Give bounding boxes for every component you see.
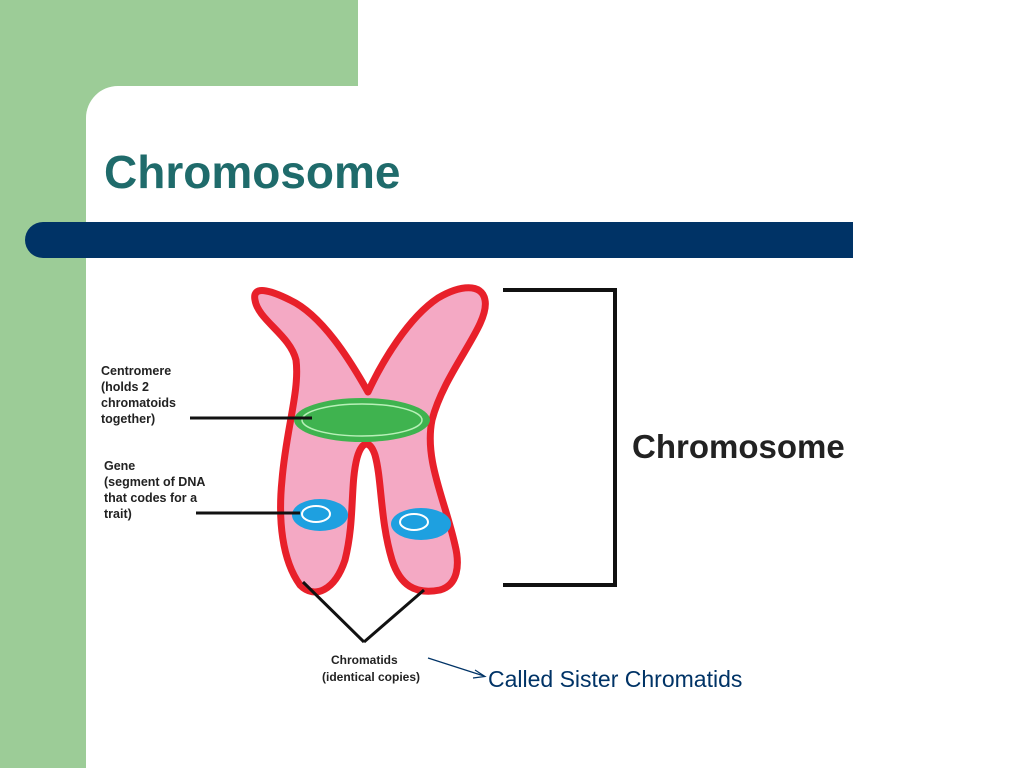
gene-left [292,499,348,531]
centromere-label-line-1: Centromere [101,364,171,378]
chromatids-label: Chromatids (identical copies) [322,653,420,684]
centromere-label: Centromere (holds 2 chromatoids together… [101,364,180,426]
content-card [86,86,1024,768]
chromatids-label-line-1: Chromatids [331,653,398,667]
gene-label-line-2: (segment of DNA [104,475,205,489]
centromere-label-line-4: together) [101,412,155,426]
title-underline-bar [25,222,853,258]
chromatid-line-left [301,580,366,644]
chromatid-line-right [363,588,425,644]
chromatids-label-line-2: (identical copies) [322,670,420,684]
gene-label-line-4: trait) [104,507,132,521]
caption-arrowhead [472,669,487,679]
centromere-label-line-2: (holds 2 [101,380,149,394]
caption-arrow-line [427,657,485,677]
gene-right-inner [399,513,429,531]
centromere-highlight [301,403,423,437]
sister-chromatids-caption: Called Sister Chromatids [488,666,743,692]
gene-label-line-3: that codes for a [104,491,198,505]
chromosome-big-label: Chromosome [632,428,845,465]
centromere-label-line-3: chromatoids [101,396,176,410]
gene-label-line-1: Gene [104,459,135,473]
chromosome-bracket [503,288,617,587]
gene-label: Gene (segment of DNA that codes for a tr… [104,459,208,521]
slide-title: Chromosome [104,146,401,198]
centromere-shape [294,398,430,442]
gene-left-inner [301,505,331,523]
